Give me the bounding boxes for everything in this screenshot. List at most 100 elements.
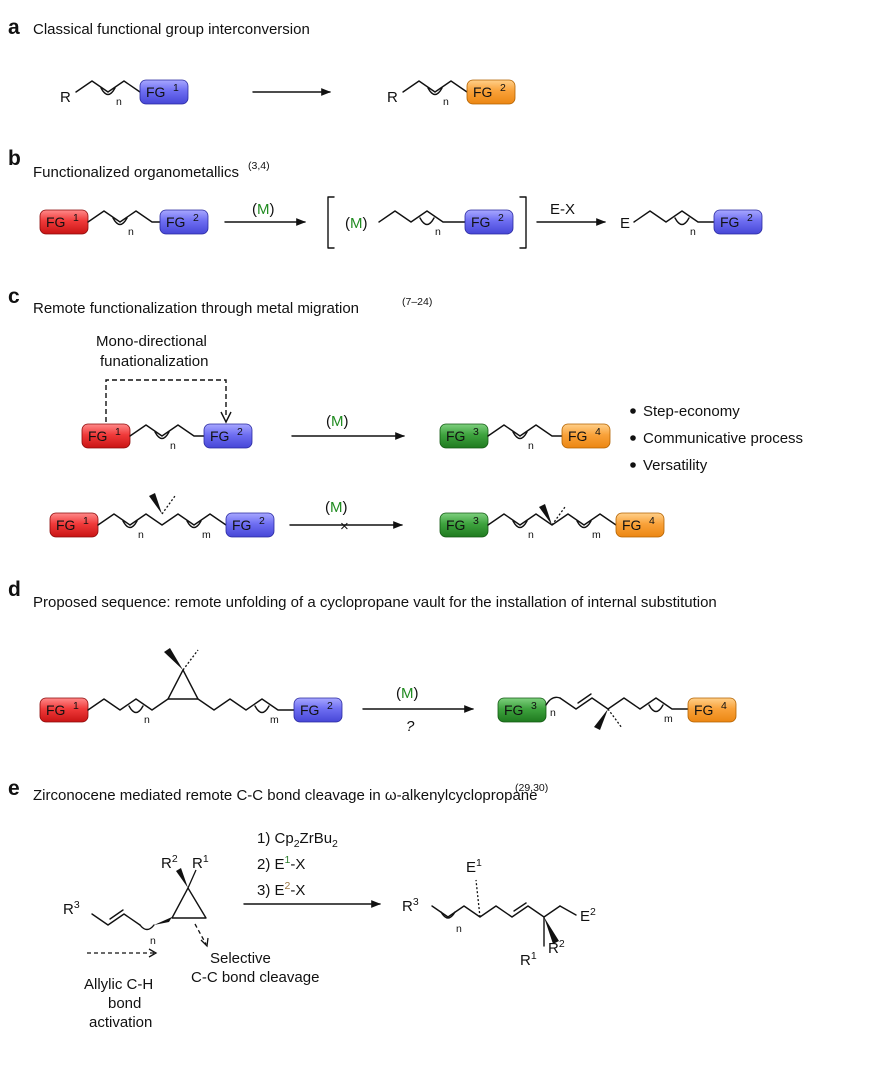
c-top-fg3-box: FG 3: [439, 423, 489, 449]
section-e-letter: e: [8, 777, 20, 800]
b-bracket-n: n: [435, 226, 441, 238]
c-bottom-product-m: m: [592, 529, 601, 541]
e-sm-r1-bond: [187, 869, 197, 889]
a-right-n: n: [443, 96, 449, 108]
c-top-n: n: [170, 440, 176, 452]
svg-text:FG: FG: [622, 517, 641, 533]
c-bullet-list: Step-economy Communicative process Versa…: [630, 403, 803, 474]
e-product-e1-hash: [475, 879, 481, 918]
section-c-title: Remote functionalization through metal m…: [33, 300, 359, 317]
section-d: d Proposed sequence: remote unfolding of…: [8, 578, 737, 735]
d-fg2-box: FG 2: [293, 697, 343, 723]
svg-text:2: 2: [327, 700, 333, 712]
c-bottom-fg4-box: FG 4: [615, 512, 665, 538]
e-ch-dashed-arrowhead: [148, 948, 158, 958]
section-c-letter: c: [8, 285, 20, 308]
d-left-n: n: [144, 714, 150, 726]
c-top-reagent: (M): [326, 413, 349, 430]
c-bullet-dot: [630, 462, 636, 468]
b-left-chain: [87, 210, 161, 223]
section-c: c Remote functionalization through metal…: [8, 285, 803, 541]
e-product-e2-bond: [559, 905, 577, 916]
c-bottom-product-methyl-wedge: [539, 504, 552, 525]
e-cc-dashed-arrowhead: [200, 937, 209, 948]
e-step-1: 1) Cp2ZrBu2: [257, 830, 338, 850]
c-bottom-fg1-box: FG 1: [49, 512, 99, 538]
d-right-m: m: [270, 714, 279, 726]
svg-text:1: 1: [73, 700, 79, 712]
e-step-3: 3) E2-X: [257, 880, 305, 899]
a-left-fg-box: FG 1: [139, 79, 189, 105]
c-top-chain: [129, 424, 205, 437]
c-top-fg1-box: FG 1: [81, 423, 131, 449]
c-bracket-line2: funationalization: [100, 353, 208, 370]
svg-text:FG: FG: [473, 84, 492, 100]
section-b-letter: b: [8, 147, 21, 170]
b-bracket-left: [327, 196, 335, 249]
c-top-product-chain: [487, 424, 563, 437]
svg-text:FG: FG: [568, 428, 587, 444]
d-product-n-arc: [545, 696, 561, 706]
e-sm-wedge: [154, 917, 172, 925]
d-cyclopropane-hash: [182, 649, 199, 671]
section-a-title: Classical functional group interconversi…: [33, 21, 310, 38]
c-bottom-product-n: n: [528, 529, 534, 541]
svg-text:1: 1: [173, 82, 179, 94]
section-a: a Classical functional group interconver…: [8, 16, 516, 108]
svg-text:FG: FG: [232, 517, 251, 533]
svg-text:2: 2: [237, 426, 243, 438]
svg-text:FG: FG: [504, 702, 523, 718]
section-b: b Functionalized organometallics (3,4) F…: [8, 147, 763, 249]
d-cyclopropane-wedge: [164, 648, 183, 670]
svg-text:FG: FG: [166, 214, 185, 230]
b-bracket-right: [519, 196, 527, 249]
e-note-ch-2: bond: [108, 995, 141, 1012]
c-top-product-n-arc: [512, 431, 528, 440]
a-right-r: R: [387, 89, 398, 106]
c-top-fg2-box: FG 2: [203, 423, 253, 449]
e-cc-dashed-arrow: [194, 923, 207, 945]
e-product-double-bond: [513, 902, 527, 912]
c-bottom-n-arc: [122, 520, 138, 529]
svg-text:2: 2: [747, 212, 753, 224]
svg-text:4: 4: [721, 700, 727, 712]
c-bottom-fg3-box: FG 3: [439, 512, 489, 538]
c-top-n-arc: [154, 431, 170, 440]
svg-text:FG: FG: [210, 428, 229, 444]
d-product-double-bond: [577, 693, 592, 704]
svg-text:2: 2: [500, 82, 506, 94]
svg-text:4: 4: [595, 426, 601, 438]
d-product-m-arc: [648, 704, 664, 713]
section-e-title: Zirconocene mediated remote C-C bond cle…: [33, 787, 537, 804]
e-sm-double-bond: [109, 909, 124, 920]
svg-text:3: 3: [473, 426, 479, 438]
c-dashed-arrowhead: [220, 411, 232, 424]
svg-text:FG: FG: [471, 214, 490, 230]
section-d-letter: d: [8, 578, 21, 601]
b-bracket-fg2-box: FG 2: [464, 209, 514, 235]
a-right-chain: [402, 80, 468, 93]
a-left-chain: [75, 80, 141, 93]
svg-text:FG: FG: [694, 702, 713, 718]
svg-text:3: 3: [473, 515, 479, 527]
section-c-ref: (7–24): [402, 296, 432, 308]
c-top-product-n: n: [528, 440, 534, 452]
svg-text:4: 4: [649, 515, 655, 527]
d-left-chain: [87, 698, 169, 711]
e-product-r1: R1: [520, 950, 537, 969]
c-bottom-chain: [97, 513, 227, 526]
b-product-e: E: [620, 215, 630, 232]
c-bottom-cross: ×: [340, 518, 349, 535]
e-sm-r2-wedge: [176, 868, 188, 888]
d-fg1-box: FG 1: [39, 697, 89, 723]
e-sm-r2: R2: [161, 853, 178, 872]
d-product-m: m: [664, 713, 673, 725]
e-note-cc-1: Selective: [210, 950, 271, 967]
d-product-wedge: [594, 709, 608, 730]
c-bullet-3: Versatility: [643, 457, 708, 474]
a-left-n: n: [116, 96, 122, 108]
c-bottom-m-arc: [186, 520, 202, 529]
d-left-n-arc: [128, 705, 144, 714]
a-left-r: R: [60, 89, 71, 106]
